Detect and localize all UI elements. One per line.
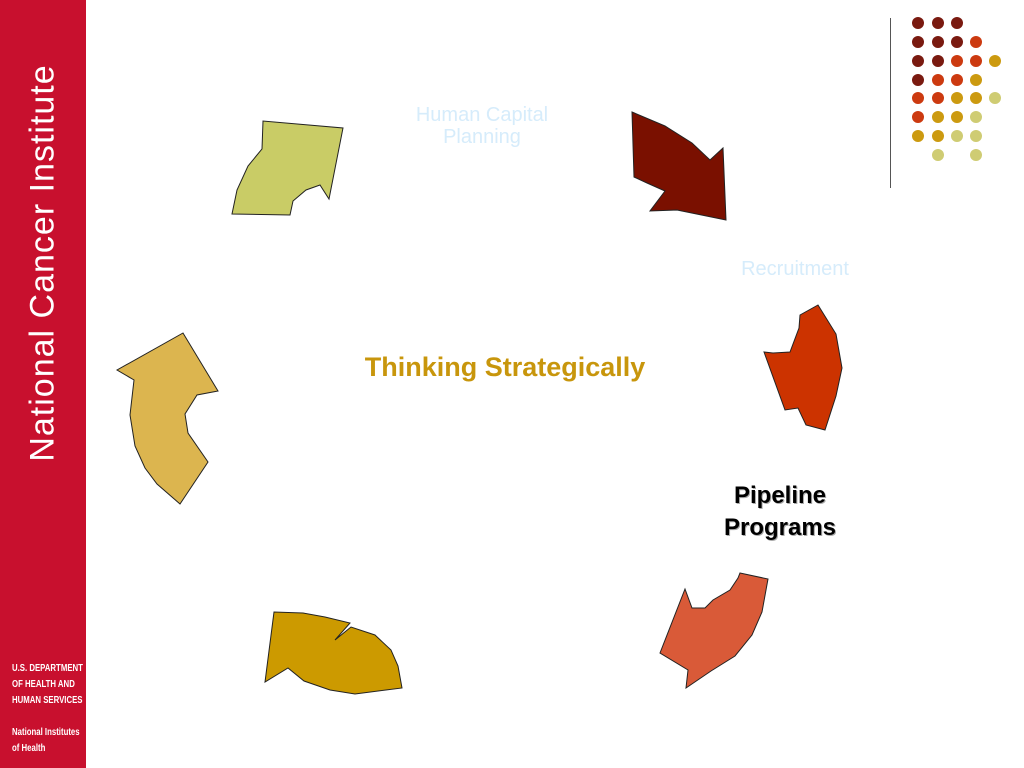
dot-row-6 (912, 111, 982, 123)
dot-row-7 (912, 130, 982, 142)
nih-logo-text: National Institutes of Health (12, 725, 90, 757)
label-pipeline-line-2: Programs (723, 514, 837, 541)
arrow-coral (659, 572, 769, 690)
dot-row-5 (912, 92, 1001, 104)
dot-row-8 (932, 149, 982, 161)
nih-line-2: of Health (12, 743, 46, 754)
label-recruitment: Recruitment (741, 258, 849, 280)
hhs-line-1: U.S. DEPARTMENT (12, 663, 83, 674)
arrow-dark-red (631, 111, 727, 221)
nih-line-1: National Institutes (12, 727, 80, 738)
hhs-line-3: HUMAN SERVICES (12, 695, 83, 706)
sidebar: National Cancer Institute U.S. DEPARTMEN… (0, 0, 86, 768)
arrow-gold (264, 611, 403, 695)
label-pipeline-line-1: Pipeline (733, 482, 827, 509)
dot-row-3 (912, 55, 1001, 67)
arrow-sand (115, 332, 219, 505)
label-human-capital-line-1: Human Capital (415, 104, 549, 126)
dot-row-2 (912, 36, 982, 48)
arrow-lime (231, 120, 344, 216)
dot-row-4 (912, 74, 982, 86)
label-human-capital-planning: Human Capital Planning (392, 104, 572, 148)
divider-line (890, 18, 891, 188)
hhs-line-2: OF HEALTH AND (12, 679, 75, 690)
decorative-dot-grid (912, 17, 1001, 161)
center-title: Thinking Strategically (364, 352, 646, 382)
dot-row-1 (912, 17, 963, 29)
label-pipeline-programs: Pipeline Programs (690, 480, 870, 544)
hhs-logo-text: U.S. DEPARTMENT OF HEALTH AND HUMAN SERV… (12, 661, 90, 709)
label-human-capital-line-2: Planning (443, 126, 521, 148)
arrow-red-orange (763, 304, 843, 431)
